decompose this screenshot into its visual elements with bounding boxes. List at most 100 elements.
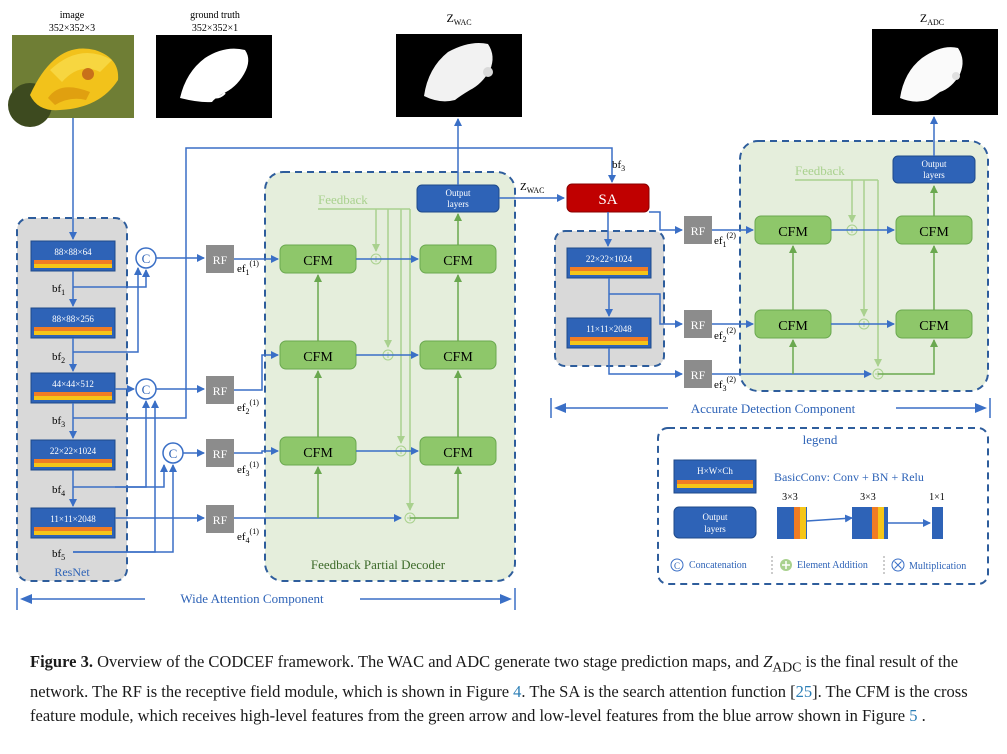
resnet-block-3: 44×44×512: [30, 372, 116, 404]
legend-output-layers: Output layers: [673, 506, 757, 539]
ef3-2-base: ef: [714, 379, 723, 391]
bf3-resnet-label: bf3: [52, 415, 65, 429]
legend-kernel-1: 3×3: [782, 492, 798, 503]
legend-multiplication: Multiplication: [891, 558, 966, 572]
wac-span-indicator: [16, 588, 516, 610]
rf-adc-1-label: RF: [691, 224, 706, 238]
zwac-arrow-z: Z: [520, 181, 527, 193]
legend-kernel-2: 3×3: [860, 492, 876, 503]
ef2-2-sub: 2: [723, 335, 727, 344]
codcef-framework-diagram: image 352×352×3 ground truth 352×352×1 Z…: [8, 10, 998, 610]
concat-node-3: C: [162, 442, 184, 464]
zwac-arrow-label: ZWAC: [520, 181, 545, 195]
feedback-partial-decoder-label: Feedback Partial Decoder: [311, 557, 446, 572]
caption-text-5: .: [917, 706, 926, 726]
cfm-adc-left-1-label: CFM: [778, 225, 808, 240]
caption-text-1: Overview of the CODCEF framework. The WA…: [92, 652, 764, 671]
legend-concatenation-text: Concatenation: [689, 560, 747, 571]
rf-module-2: RF: [206, 376, 234, 404]
caption-text-4: ]. The CFM is the cross feature module, …: [30, 681, 968, 726]
bf5-sub: 5: [61, 553, 65, 562]
ef1-2-label: ef1(2): [714, 231, 736, 249]
cfm-wac-right-3: CFM: [419, 436, 497, 466]
rf-4-label: RF: [213, 513, 228, 527]
cfm-adc-left-1: CFM: [754, 215, 832, 245]
cfm-wac-right-3-label: CFM: [443, 446, 473, 461]
concat-node-2-symbol: C: [142, 382, 151, 397]
ef2-1-sub: 2: [246, 407, 250, 416]
ef3-1-sup: (1): [250, 460, 260, 469]
rf-module-adc-2: RF: [684, 310, 712, 338]
ef1-2-sub: 1: [723, 240, 727, 249]
ef4-1-sup: (1): [250, 527, 260, 536]
ef3-2-sub: 3: [723, 384, 727, 393]
legend-title: legend: [803, 432, 838, 447]
resnet-block-2-dims: 88×88×256: [52, 314, 94, 324]
cfm-wac-left-2: CFM: [279, 340, 357, 370]
adc-label: Accurate Detection Component: [691, 401, 856, 416]
input-image-label: image: [60, 10, 85, 21]
cfm-wac-left-1-label: CFM: [303, 254, 333, 269]
bf3-base: bf: [52, 415, 62, 427]
rf-adc-2-label: RF: [691, 318, 706, 332]
ground-truth-label: ground truth: [190, 10, 240, 21]
ef1-1-sub: 1: [246, 268, 250, 277]
rf-module-adc-1: RF: [684, 216, 712, 244]
cfm-wac-left-1: CFM: [279, 244, 357, 274]
ef1-1-base: ef: [237, 263, 246, 275]
bf4-label: bf4: [52, 484, 65, 498]
caption-ref-figure-4[interactable]: 4: [513, 681, 522, 701]
cfm-wac-right-1: CFM: [419, 244, 497, 274]
adc-block-2: 11×11×2048: [566, 317, 652, 349]
cfm-wac-left-3-label: CFM: [303, 446, 333, 461]
bf1-base: bf: [52, 283, 62, 295]
ef2-2-label: ef2(2): [714, 326, 736, 344]
bf2-sub: 2: [61, 356, 65, 365]
figure-caption: Figure 3. Overview of the CODCEF framewo…: [30, 650, 990, 729]
zwac-arrow-sub: WAC: [527, 186, 545, 195]
feedback-partial-decoder-region: [264, 171, 516, 582]
cfm-wac-right-1-label: CFM: [443, 254, 473, 269]
legend-element-addition-text: Element Addition: [797, 560, 868, 571]
search-attention-block: SA: [566, 183, 650, 213]
rf-3-label: RF: [213, 447, 228, 461]
ef3-2-sup: (2): [727, 375, 737, 384]
zwac-prediction-map: [396, 34, 522, 117]
caption-ref-25[interactable]: 25: [795, 681, 813, 701]
legend-element-addition: Element Addition: [780, 559, 868, 571]
ef2-1-base: ef: [237, 402, 246, 414]
legend-conv-3x3-a: [777, 507, 807, 539]
caption-z-sub: ADC: [772, 659, 802, 675]
concat-node-3-symbol: C: [169, 446, 178, 461]
legend-basicconv: BasicConv: Conv + BN + Relu: [774, 470, 924, 484]
caption-text-2: is the final result of the network. The …: [30, 652, 959, 701]
cfm-adc-right-2-label: CFM: [919, 319, 949, 334]
legend-conv-3x3-b: [852, 507, 888, 539]
cfm-wac-right-2: CFM: [419, 340, 497, 370]
rf-2-label: RF: [213, 384, 228, 398]
legend-kernel-3: 1×1: [929, 492, 945, 503]
bf3-sa-label: bf3: [612, 159, 625, 173]
zadc-title-z: Z: [920, 11, 927, 25]
bf3-sa-base: bf: [612, 159, 622, 171]
ef1-2-base: ef: [714, 235, 723, 247]
caption-z-var: Z: [763, 652, 773, 671]
sa-label: SA: [598, 192, 617, 208]
ef1-1-sup: (1): [250, 259, 260, 268]
rf-1-label: RF: [213, 253, 228, 267]
resnet-block-5: 11×11×2048: [30, 507, 116, 539]
resnet-block-1: 88×88×64: [30, 240, 116, 272]
legend-block-sample: H×W×Ch: [673, 459, 757, 494]
legend-concat-symbol: C: [674, 561, 680, 571]
bf3-sa-sub: 3: [621, 164, 625, 173]
ef3-1-base: ef: [237, 464, 246, 476]
ef2-2-base: ef: [714, 330, 723, 342]
bf3-sub: 3: [61, 420, 65, 429]
caption-ref-figure-5[interactable]: 5: [909, 706, 918, 726]
output-layers-wac-line2: layers: [447, 199, 469, 209]
adc-block-1-dims: 22×22×1024: [586, 254, 633, 264]
output-layers-adc: Output layers: [892, 155, 976, 184]
input-image-dims: 352×352×3: [49, 23, 95, 34]
adc-span-indicator: [550, 398, 991, 418]
output-layers-adc-line2: layers: [923, 170, 945, 180]
